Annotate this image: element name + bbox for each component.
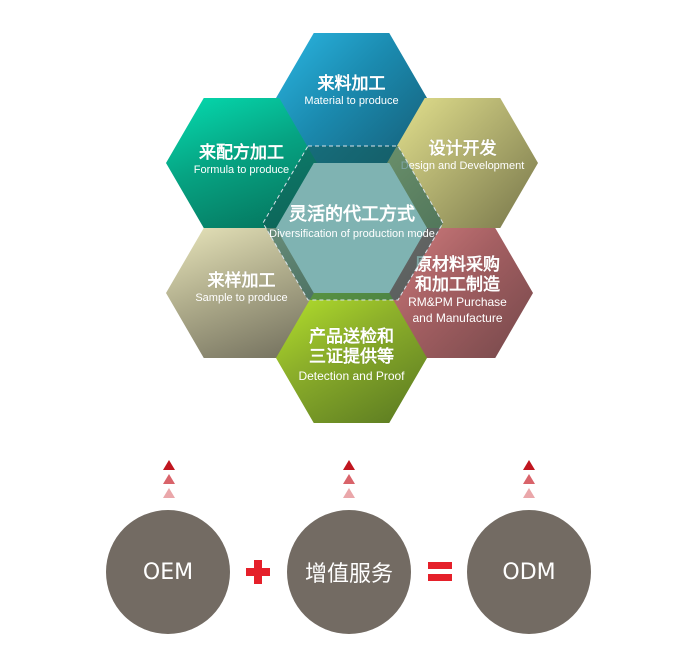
arrow-column-oem bbox=[161, 460, 177, 502]
triangle-up-icon bbox=[163, 488, 175, 498]
hex-subtitle: Sample to produce bbox=[195, 292, 288, 304]
hex-title: 来配方加工 bbox=[199, 143, 284, 163]
hex-subtitle: Formula to produce bbox=[193, 164, 290, 176]
hex-title: 来样加工 bbox=[207, 271, 276, 291]
hex-title-line1: 原材料采购 bbox=[415, 255, 500, 275]
hex-subtitle: Detection and Proof bbox=[298, 369, 405, 383]
triangle-up-icon bbox=[343, 460, 355, 470]
arrow-column-value-added bbox=[341, 460, 357, 502]
hex-subtitle-line2: and Manufacture bbox=[412, 311, 503, 325]
triangle-up-icon bbox=[343, 488, 355, 498]
triangle-up-icon bbox=[163, 474, 175, 484]
arrow-column-odm bbox=[521, 460, 537, 502]
triangle-up-icon bbox=[343, 474, 355, 484]
triangle-up-icon bbox=[523, 488, 535, 498]
circle-label: 增值服务 bbox=[304, 562, 393, 587]
equals-icon bbox=[428, 562, 452, 582]
hex-title-line2: 三证提供等 bbox=[309, 347, 394, 367]
plus-icon bbox=[246, 560, 270, 584]
circle-oem: OEM bbox=[106, 510, 230, 634]
triangle-up-icon bbox=[163, 460, 175, 470]
hex-subtitle: Design and Development bbox=[400, 160, 525, 172]
circle-value-added-service: 增值服务 bbox=[287, 510, 411, 634]
hex-subtitle-line1: RM&PM Purchase bbox=[408, 295, 507, 309]
hex-title: 灵活的代工方式 bbox=[289, 204, 415, 225]
hex-title-line2: 和加工制造 bbox=[415, 275, 500, 295]
hex-subtitle: Diversification of production mode bbox=[269, 228, 435, 240]
hex-subtitle: Material to produce bbox=[304, 95, 399, 107]
hex-title: 来料加工 bbox=[317, 74, 386, 94]
hex-center-label: 灵活的代工方式 Diversification of production mo… bbox=[250, 203, 454, 241]
circle-label: ODM bbox=[502, 559, 556, 585]
circle-label: OEM bbox=[142, 559, 194, 585]
triangle-up-icon bbox=[523, 474, 535, 484]
triangle-up-icon bbox=[523, 460, 535, 470]
circle-odm: ODM bbox=[467, 510, 591, 634]
hex-title: 设计开发 bbox=[428, 139, 497, 159]
hex-title-line1: 产品送检和 bbox=[309, 327, 394, 347]
